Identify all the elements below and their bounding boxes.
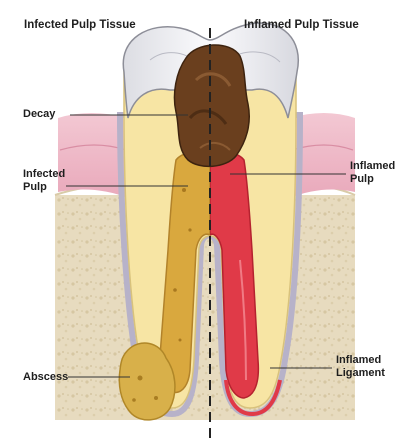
label-infected-pulp-line2: Pulp bbox=[23, 181, 47, 193]
header-infected-pulp-tissue: Infected Pulp Tissue bbox=[24, 19, 136, 31]
header-inflamed-pulp-tissue: Inflamed Pulp Tissue bbox=[244, 19, 359, 31]
label-abscess: Abscess bbox=[23, 371, 68, 383]
label-inflamed-ligament-line1: Inflamed bbox=[336, 354, 381, 366]
decay bbox=[174, 45, 249, 166]
label-decay: Decay bbox=[23, 108, 55, 120]
label-inflamed-ligament-line2: Ligament bbox=[336, 367, 385, 379]
label-inflamed-pulp-line1: Inflamed bbox=[350, 160, 395, 172]
label-infected-pulp-line1: Infected bbox=[23, 168, 65, 180]
label-inflamed-pulp-line2: Pulp bbox=[350, 173, 374, 185]
